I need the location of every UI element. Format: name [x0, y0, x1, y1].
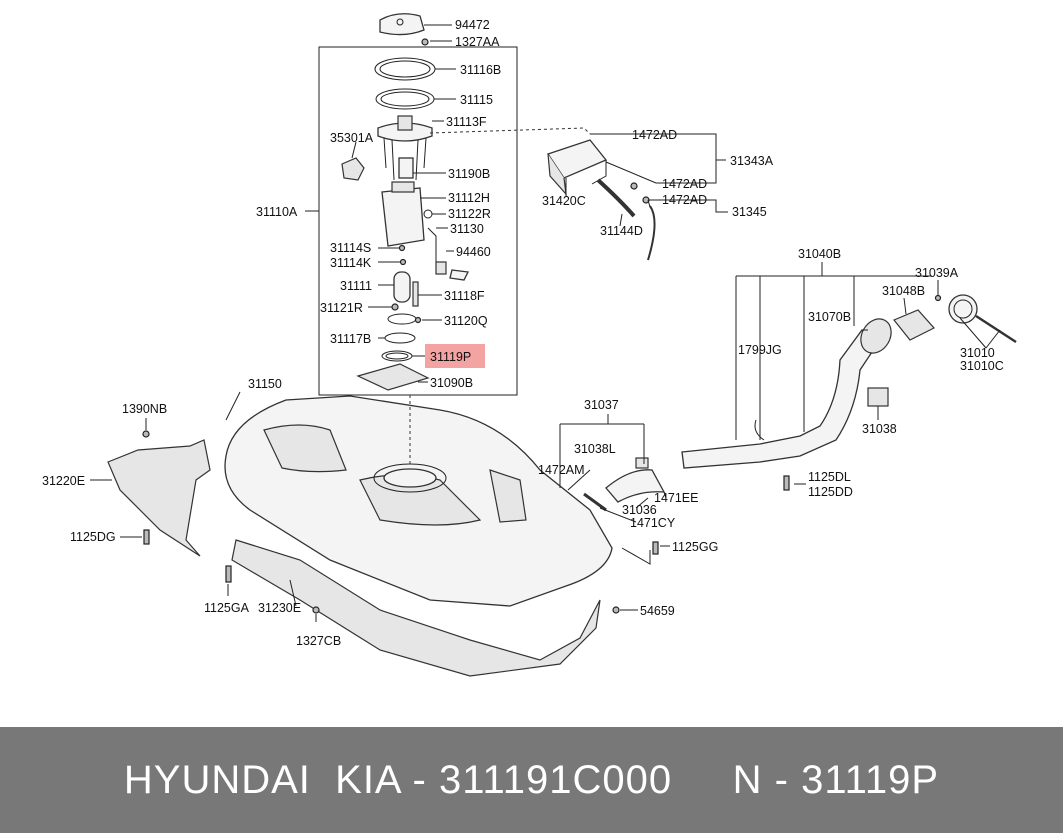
part-31112H-pump [381, 187, 425, 247]
label-1472AD-a: 1472AD [632, 128, 677, 142]
label-31111: 31111 [340, 279, 372, 293]
label-31117B: 31117B [330, 332, 371, 346]
pump-module-box [318, 46, 518, 396]
label-1472AD-c: 1472AD [662, 193, 707, 207]
part-1327CB-bolt [312, 606, 320, 614]
part-31144D-hose [596, 178, 636, 218]
label-94460: 94460 [456, 245, 491, 259]
label-31420C: 31420C [542, 194, 586, 208]
label-1471EE: 1471EE [654, 491, 698, 505]
part-31010-cap [948, 294, 978, 324]
label-31037: 31037 [584, 398, 619, 412]
label-1125GA: 1125GA [204, 601, 250, 615]
label-94472: 94472 [455, 18, 490, 32]
label-31130: 31130 [450, 222, 484, 236]
label-31039A: 31039A [915, 266, 959, 280]
label-31119P: 31119P [430, 350, 471, 364]
label-31070B: 31070B [808, 310, 851, 324]
label-31112H: 31112H [448, 191, 490, 205]
label-31113F: 31113F [446, 115, 487, 129]
part-31048B-gasket [893, 309, 935, 341]
part-31114K [399, 258, 407, 266]
label-1471CY: 1471CY [630, 516, 676, 530]
part-31111-filter [393, 271, 411, 303]
part-31190B [398, 157, 414, 179]
part-31121R [391, 303, 399, 311]
part-1390NB-bolt [142, 430, 150, 438]
label-31114S: 31114S [330, 241, 371, 255]
label-31090B: 31090B [430, 376, 473, 390]
part-1125GG-bolt [652, 541, 659, 555]
label-31048B: 31048B [882, 284, 925, 298]
label-35301A: 35301A [330, 131, 374, 145]
label-31150: 31150 [248, 377, 282, 391]
label-31121R: 31121R [320, 301, 363, 315]
part-31090B-plate [356, 363, 430, 391]
label-1472AD-b: 1472AD [662, 177, 707, 191]
label-1125DL: 1125DL [808, 470, 851, 484]
part-number-footer: HYUNDAI KIA - 311191C000 N - 31119P [0, 727, 1063, 833]
part-35301A-sensor [341, 157, 365, 181]
part-1125GA-bolt [225, 565, 232, 583]
label-31038: 31038 [862, 422, 897, 436]
part-31220E-protector [107, 439, 211, 557]
parts-diagram: 94472 1327AA 31116B 31115 31113F 35301A … [42, 13, 1017, 677]
label-31116B: 31116B [460, 63, 501, 77]
label-1125DG: 1125DG [70, 530, 116, 544]
part-54659-bolt [612, 606, 620, 614]
label-31345: 31345 [732, 205, 767, 219]
label-1799JG: 1799JG [738, 343, 782, 357]
part-31120Q [414, 316, 422, 324]
label-1125GG: 1125GG [672, 540, 718, 554]
label-31110A: 31110A [256, 205, 298, 219]
label-31122R: 31122R [448, 207, 491, 221]
highlight-31119P [425, 344, 485, 368]
label-54659: 54659 [640, 604, 675, 618]
footer-part-numbers: HYUNDAI KIA - 311191C000 N - 31119P [123, 757, 940, 802]
label-31010C: 31010C [960, 359, 1004, 373]
label-31144D: 31144D [600, 224, 643, 238]
label-1327AA: 1327AA [455, 35, 500, 49]
label-31343A: 31343A [730, 154, 774, 168]
label-31118F: 31118F [444, 289, 485, 303]
part-1125DG-bolt [143, 529, 150, 545]
label-31120Q: 31120Q [444, 314, 488, 328]
label-31114K: 31114K [330, 256, 372, 270]
label-1390NB: 1390NB [122, 402, 167, 416]
part-1125DL-bolt [783, 475, 790, 491]
part-31113F-flange [377, 122, 433, 142]
part-31345-hose [647, 205, 656, 261]
label-1472AM: 1472AM [538, 463, 585, 477]
label-31040B: 31040B [798, 247, 841, 261]
label-31115: 31115 [460, 93, 493, 107]
part-1327AA-bolt [421, 38, 429, 46]
label-31038L: 31038L [574, 442, 616, 456]
label-31036: 31036 [622, 503, 657, 517]
label-1125DD: 1125DD [808, 485, 853, 499]
label-31010: 31010 [960, 346, 995, 360]
label-31220E: 31220E [42, 474, 85, 488]
label-31190B: 31190B [448, 167, 490, 181]
part-31038-label [867, 387, 889, 407]
label-1327CB: 1327CB [296, 634, 341, 648]
part-31114S [398, 244, 406, 252]
label-31230E: 31230E [258, 601, 301, 615]
part-94460-connector [435, 261, 447, 275]
part-31118F-rod [412, 281, 419, 307]
part-31117B-ring [384, 332, 416, 344]
